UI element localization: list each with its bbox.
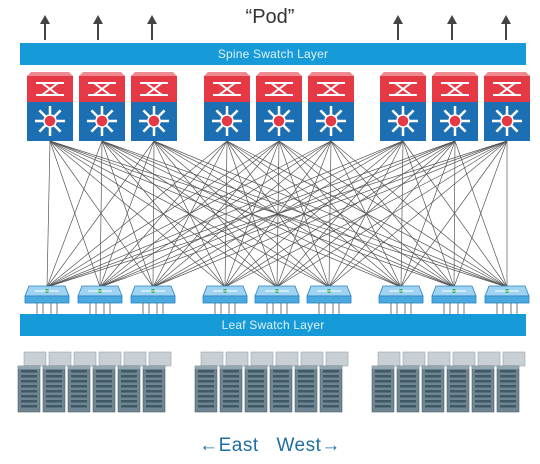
spine-switch-icon	[27, 72, 73, 141]
mesh-link	[99, 140, 103, 288]
mesh-link	[46, 140, 228, 288]
mesh-link	[46, 140, 508, 288]
mesh-link	[330, 140, 508, 288]
mesh-link	[402, 140, 508, 288]
leaf-switch-icon	[202, 285, 248, 314]
leaf-switch-icon	[24, 285, 70, 314]
spine-switch-icon	[484, 72, 530, 141]
mesh-link	[46, 140, 155, 288]
mesh-link	[400, 140, 404, 288]
leaf-switch-icon	[484, 285, 530, 314]
mesh-link	[99, 140, 155, 288]
west-label: West→	[276, 435, 341, 456]
spine-switch-icon	[256, 72, 302, 141]
mesh-link	[453, 140, 456, 288]
mesh-link	[400, 140, 456, 288]
leaf-switch-icon	[254, 285, 300, 314]
spine-switch-icon	[380, 72, 426, 141]
mesh-link	[99, 140, 332, 288]
spine-layer-bar: Spine Swatch Layer	[20, 43, 526, 65]
server-rack-icon	[17, 351, 172, 413]
uplink-arrow-icon	[40, 15, 50, 40]
leaf-switch-icon	[431, 285, 477, 314]
mesh-link	[46, 140, 280, 288]
mesh-link	[99, 140, 508, 288]
uplink-arrow-icon	[447, 15, 457, 40]
mesh-link	[400, 140, 508, 288]
uplink-arrow-icon	[393, 15, 403, 40]
server-rack-icon	[371, 351, 526, 413]
mesh-link	[49, 140, 101, 288]
mesh-link	[224, 140, 228, 288]
uplink-arrow-icon	[501, 15, 511, 40]
mesh-link	[453, 140, 508, 288]
mesh-link	[152, 140, 508, 288]
leaf-switch-icon	[130, 285, 176, 314]
mesh-link	[46, 140, 332, 288]
mesh-link	[224, 140, 456, 288]
uplink-arrow-icon	[93, 15, 103, 40]
leaf-switch-icon	[378, 285, 424, 314]
spine-switch-icon	[432, 72, 478, 141]
leaf-layer-bar: Leaf Swatch Layer	[20, 314, 526, 336]
pod-title: “Pod”	[245, 6, 295, 28]
mesh-link	[152, 140, 155, 288]
mesh-link	[46, 140, 51, 288]
direction-legend: ←East West→	[0, 435, 540, 457]
mesh-link	[49, 140, 154, 288]
leaf-switch-icon	[77, 285, 123, 314]
mesh-link	[328, 140, 508, 288]
spine-switch-icon	[308, 72, 354, 141]
spine-switch-icon	[131, 72, 177, 141]
mesh-link	[454, 140, 508, 288]
leaf-layer-label: Leaf Swatch Layer	[221, 318, 325, 332]
mesh-link	[46, 140, 103, 288]
spine-switch-icon	[204, 72, 250, 141]
mesh-link	[276, 140, 508, 288]
uplink-arrow-icon	[147, 15, 157, 40]
mesh-link	[224, 140, 508, 288]
server-rack-icon	[194, 351, 349, 413]
mesh-link	[101, 140, 154, 288]
spine-layer-label: Spine Swatch Layer	[217, 47, 329, 61]
mesh-link	[46, 140, 456, 288]
mesh-link	[402, 140, 455, 288]
spine-switch-icon	[79, 72, 125, 141]
mesh-link	[224, 140, 404, 288]
leaf-switch-icon	[306, 285, 352, 314]
mesh-link	[278, 140, 508, 288]
mesh-link	[152, 140, 332, 288]
east-label: ←East	[199, 435, 259, 456]
mesh-link	[46, 140, 404, 288]
